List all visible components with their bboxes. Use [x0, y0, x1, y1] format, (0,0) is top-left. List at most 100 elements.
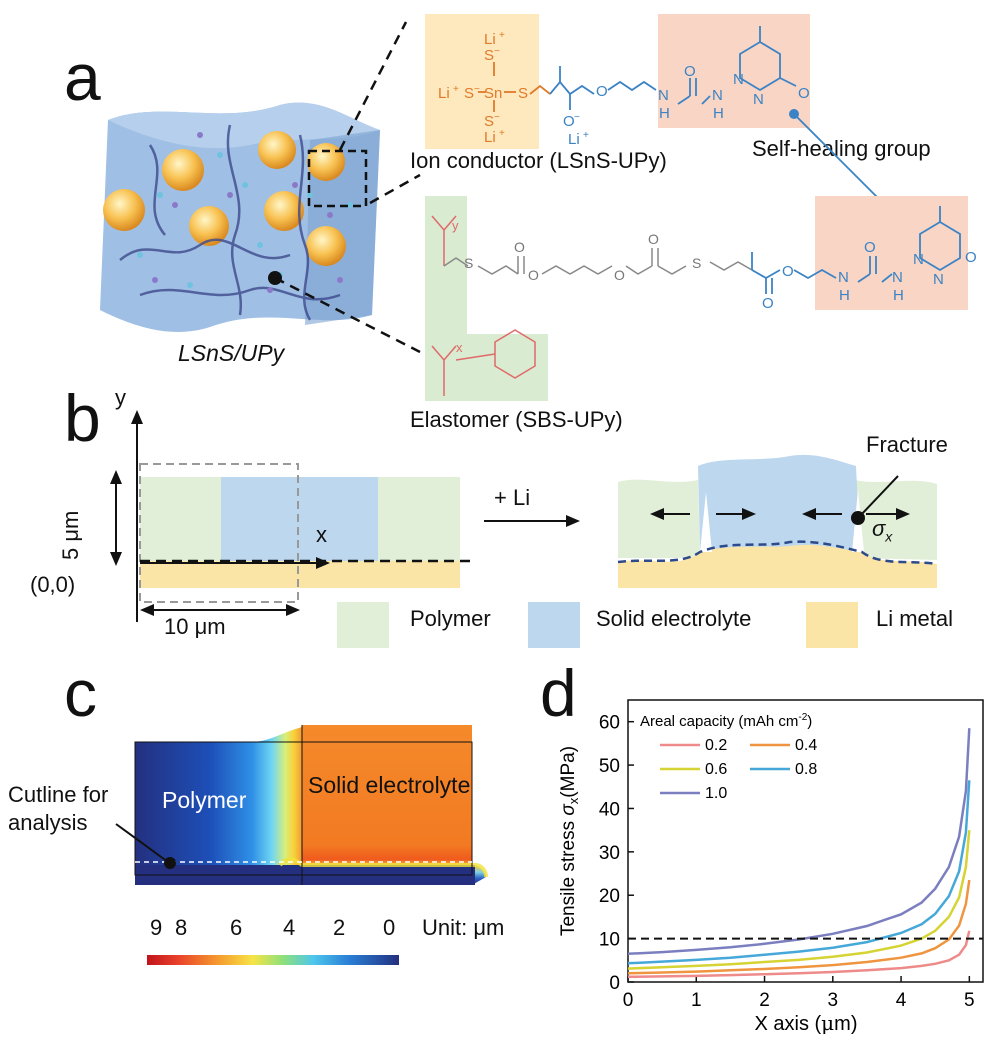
- svg-text:N: N: [913, 251, 924, 268]
- svg-text:N: N: [933, 271, 944, 288]
- sigma-x-label: σx: [872, 516, 892, 544]
- svg-text:N: N: [733, 71, 744, 88]
- height-label: 5 μm: [58, 510, 83, 560]
- svg-text:Li: Li: [568, 131, 580, 148]
- y-tick-label: 0: [609, 973, 620, 994]
- y-tick-label: 60: [599, 713, 620, 734]
- svg-text:Sn: Sn: [484, 85, 502, 102]
- scale-tick-4: 4: [283, 915, 296, 940]
- legend-swatch-li-metal: [806, 602, 858, 648]
- svg-text:O: O: [782, 263, 794, 280]
- width-label: 10 μm: [164, 614, 226, 639]
- x-axis-label: x: [316, 522, 327, 547]
- series-line-1.0: [627, 728, 971, 956]
- svg-text:x: x: [456, 340, 463, 355]
- legend-label-1.0: 1.0: [705, 785, 727, 802]
- legend-label-0.4: 0.4: [795, 737, 817, 754]
- y-tick-label: 20: [599, 886, 620, 907]
- scale-tick-0: 0: [383, 915, 396, 940]
- series-line-0.6: [627, 830, 971, 970]
- svg-text:Li: Li: [438, 85, 450, 102]
- svg-text:+: +: [499, 30, 505, 41]
- ion-conductor-structure: Li+ S− Li+ S− Sn S S− Li+ O− O NH O NH N…: [438, 26, 810, 148]
- lsns-upy-block-illustration: [100, 102, 380, 332]
- chart-x-axis-label: X axis (μm): [754, 1011, 857, 1035]
- svg-text:O: O: [596, 83, 608, 100]
- x-tick-label: 3: [828, 990, 839, 1011]
- svg-text:O: O: [514, 239, 525, 255]
- svg-text:O: O: [684, 63, 696, 80]
- svg-text:+: +: [583, 130, 589, 141]
- svg-text:−: −: [494, 112, 500, 123]
- ion-conductor-box: [425, 14, 539, 149]
- svg-text:N: N: [753, 91, 764, 108]
- legend-label-0.8: 0.8: [795, 761, 817, 778]
- svg-text:Li: Li: [484, 31, 496, 48]
- svg-text:−: −: [474, 84, 480, 95]
- contour-polymer-label: Polymer: [162, 787, 247, 813]
- zoom-lines: [274, 21, 421, 354]
- color-scale-bar: [147, 955, 399, 965]
- cutline-label-line2: analysis: [8, 810, 88, 835]
- legend-label-li-metal: Li metal: [876, 606, 954, 631]
- elastomer-structure: y x S O O O O S O O NH O: [431, 206, 977, 396]
- scale-tick-9: 9: [150, 915, 163, 940]
- svg-text:S: S: [484, 113, 494, 130]
- origin-label: (0,0): [30, 572, 76, 597]
- svg-text:O: O: [965, 249, 977, 266]
- panel-label-b: b: [64, 381, 101, 455]
- svg-text:−: −: [494, 46, 500, 57]
- upy-box-bottom: [815, 196, 968, 310]
- y-axis-label: y: [115, 385, 126, 410]
- svg-text:N: N: [658, 87, 669, 104]
- svg-text:O: O: [563, 113, 575, 130]
- series-line-0.2: [627, 930, 971, 979]
- y-tick-label: 30: [599, 843, 620, 864]
- svg-text:H: H: [659, 105, 670, 122]
- svg-text:O: O: [648, 231, 659, 247]
- x-tick-label: 5: [964, 990, 975, 1011]
- y-tick-label: 10: [599, 930, 620, 951]
- svg-text:Li: Li: [484, 129, 496, 146]
- svg-text:S: S: [464, 85, 474, 102]
- svg-text:O: O: [864, 239, 876, 256]
- elastomer-box-horizontal: [425, 334, 548, 401]
- panel-label-d: d: [540, 656, 577, 730]
- contour-electrolyte-label: Solid electrolyte: [308, 772, 471, 798]
- svg-text:+: +: [499, 128, 505, 139]
- cutline-label-line1: Cutline for: [8, 782, 109, 807]
- svg-text:S: S: [464, 255, 473, 271]
- svg-text:y: y: [452, 218, 459, 233]
- svg-text:+: +: [453, 84, 459, 95]
- legend-swatch-polymer: [337, 602, 389, 648]
- svg-text:S: S: [518, 85, 528, 102]
- svg-text:O: O: [762, 295, 774, 312]
- panel-label-c: c: [64, 656, 97, 730]
- cutline-pointer: [115, 823, 169, 863]
- legend-swatch-solid-electrolyte: [528, 602, 580, 648]
- x-tick-label: 1: [691, 990, 702, 1011]
- plus-li-label: + Li: [494, 485, 531, 510]
- scale-tick-8: 8: [175, 915, 188, 940]
- chart-y-axis-label: Tensile stress σx(MPa): [558, 746, 581, 936]
- svg-text:N: N: [892, 269, 903, 286]
- svg-text:S: S: [692, 255, 701, 271]
- svg-text:O: O: [798, 85, 810, 102]
- x-tick-label: 4: [896, 990, 907, 1011]
- svg-text:O: O: [528, 267, 539, 283]
- elastomer-label: Elastomer (SBS-UPy): [410, 407, 623, 432]
- series-line-0.4: [627, 879, 971, 975]
- material-label: LSnS/UPy: [178, 340, 285, 366]
- x-tick-label: 2: [759, 990, 770, 1011]
- legend-label-polymer: Polymer: [410, 606, 491, 631]
- scale-tick-2: 2: [333, 915, 346, 940]
- sigma-symbol: σ: [872, 516, 886, 541]
- upy-box-top: [658, 14, 810, 128]
- ion-conductor-label: Ion conductor (LSnS-UPy): [410, 148, 667, 173]
- plot-frame: [627, 699, 984, 983]
- panel-b-schematic: [110, 410, 938, 622]
- series-line-0.8: [627, 780, 971, 965]
- x-tick-label: 0: [623, 990, 634, 1011]
- svg-text:N: N: [712, 87, 723, 104]
